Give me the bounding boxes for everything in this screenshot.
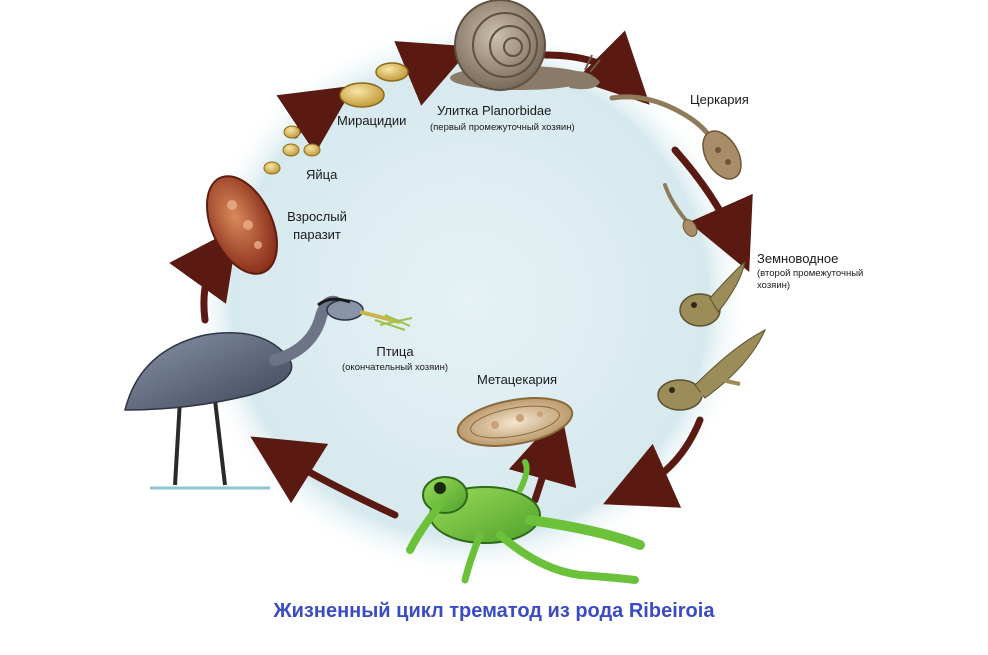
arrow-frog-to-bird <box>250 436 399 519</box>
label-miracidia: Мирацидии <box>337 113 407 128</box>
arrow-snail-to-cercaria <box>541 30 650 105</box>
label-cercaria: Церкария <box>690 92 749 107</box>
arrow-amphibian-to-frog <box>603 416 704 508</box>
arrow-miracidia-to-snail <box>394 41 473 106</box>
metacercaria-illustration <box>456 397 574 447</box>
diagram-caption: Жизненный цикл трематод из рода Ribeiroi… <box>273 600 715 622</box>
label-adult-line-1: Взрослый <box>287 209 347 224</box>
tadpole-illustration <box>657 260 766 411</box>
frog-illustration <box>406 459 645 584</box>
label-snail: Улитка Planorbidae <box>437 103 552 118</box>
background-circle <box>190 20 750 580</box>
eggs-illustration <box>263 125 321 175</box>
cercaria-illustration <box>609 94 742 237</box>
arrow-cercaria-to-amphibian <box>671 146 753 272</box>
adult-parasite-illustration <box>206 175 278 275</box>
label-amphibian-note-1: (второй промежуточный <box>757 268 864 279</box>
arrow-frog-to-metacercaria <box>508 411 577 504</box>
label-bird-note: (окончательный хозяин) <box>341 362 449 373</box>
label-adult-line-2: паразит <box>293 227 341 242</box>
snail-illustration <box>450 0 601 91</box>
arrow-bird-to-adult <box>169 226 239 324</box>
cycle-arrows <box>169 30 753 519</box>
label-amphibian-note-2: хозяин) <box>757 280 791 291</box>
miracidia-illustration <box>339 62 409 108</box>
label-amphibian: Земноводное <box>757 251 839 266</box>
heron-illustration <box>124 295 413 490</box>
label-snail-note: (первый промежуточный хозяин) <box>430 122 575 133</box>
label-bird: Птица <box>376 344 414 359</box>
label-metacercaria: Метацекария <box>477 372 558 387</box>
label-eggs: Яйца <box>306 167 338 182</box>
